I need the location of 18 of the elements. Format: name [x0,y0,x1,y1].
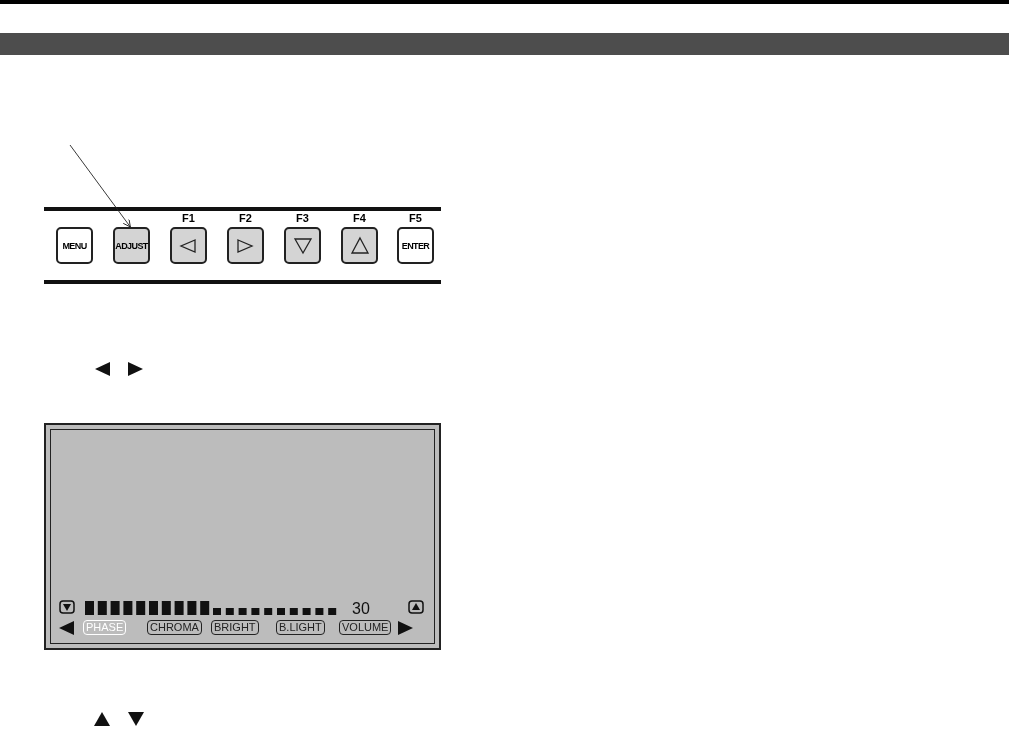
function-key-label: F2 [238,212,253,224]
key-button: ENTER [397,227,434,264]
key-button: ADJUST [113,227,150,264]
function-key-label: F4 [352,212,367,224]
key-button [341,227,378,264]
selected-menu-item: PHASE [83,620,127,635]
key-button [284,227,321,264]
function-key-label: F5 [408,212,423,224]
menu-item: CHROMA [147,620,202,635]
menu-item: B.LIGHT [276,620,325,635]
menu-item: BRIGHT [211,620,259,635]
menu-item: VOLUME [339,620,392,635]
key-button [170,227,207,264]
volume-value: 30 [352,600,370,618]
key-button [227,227,264,264]
function-key-label: F1 [181,212,196,224]
function-key-label: F3 [295,212,310,224]
key-button: MENU [56,227,93,264]
